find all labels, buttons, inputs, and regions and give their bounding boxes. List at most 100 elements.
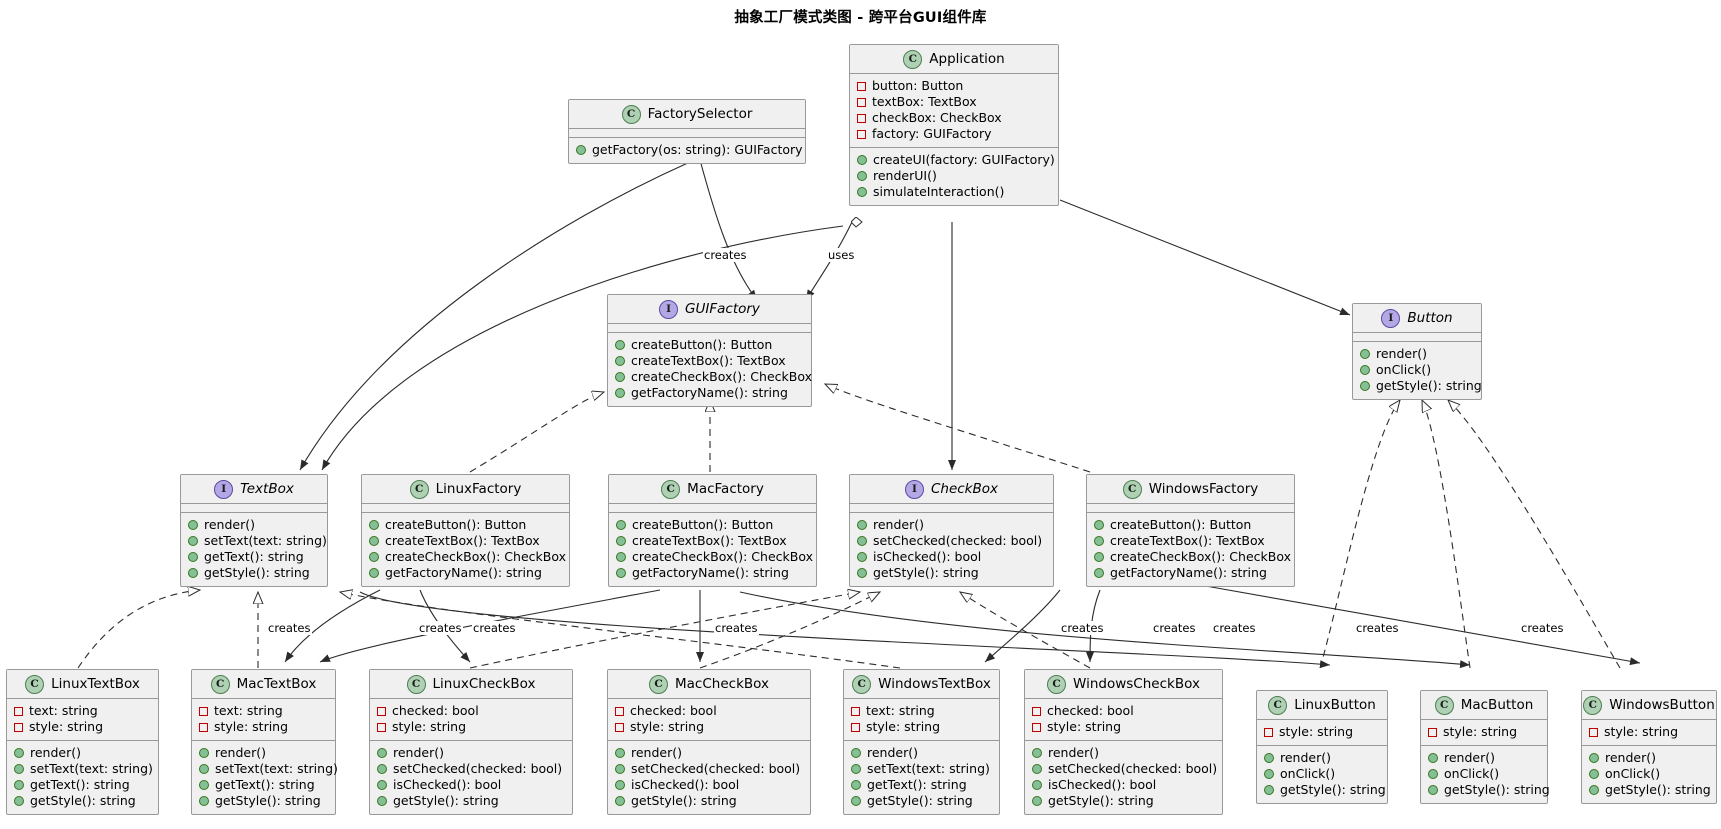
class-badge-icon: C <box>210 674 230 694</box>
class-box-textbox[interactable]: I TextBox render() setText(text: string)… <box>180 474 328 587</box>
method-row: getFactoryName(): string <box>1094 565 1287 581</box>
class-methods-linuxcheckbox: render() setChecked(checked: bool) isChe… <box>370 741 572 814</box>
method-row: createButton(): Button <box>1094 517 1287 533</box>
class-box-windowscheckbox[interactable]: C WindowsCheckBox checked: bool style: s… <box>1024 669 1223 815</box>
public-marker-icon <box>1032 796 1042 806</box>
public-marker-icon <box>1094 520 1104 530</box>
class-methods-maccheckbox: render() setChecked(checked: bool) isChe… <box>608 741 810 814</box>
class-methods-mactextbox: render() setText(text: string) getText()… <box>192 741 338 814</box>
private-marker-icon <box>377 706 386 716</box>
class-box-windowsfactory[interactable]: C WindowsFactory createButton(): Button … <box>1086 474 1295 587</box>
public-marker-icon <box>857 552 867 562</box>
private-marker-icon <box>14 706 23 716</box>
class-badge-icon: C <box>661 479 681 499</box>
method-row: createCheckBox(): CheckBox <box>616 549 813 565</box>
class-header-factoryselector: C FactorySelector <box>569 100 805 129</box>
class-name: MacButton <box>1460 697 1534 713</box>
class-box-macbutton[interactable]: C MacButton style: string render() onCli… <box>1420 690 1550 804</box>
class-header-linuxcheckbox: C LinuxCheckBox <box>370 670 572 699</box>
public-marker-icon <box>14 796 24 806</box>
method-row: setText(text: string) <box>188 533 327 549</box>
public-marker-icon <box>616 552 626 562</box>
class-attributes-macbutton: style: string <box>1421 720 1547 746</box>
public-marker-icon <box>1428 753 1438 763</box>
class-name: Button <box>1407 310 1453 326</box>
class-name: FactorySelector <box>647 106 753 122</box>
class-box-mactextbox[interactable]: C MacTextBox text: string style: string … <box>191 669 338 815</box>
attribute-row: style: string <box>1032 719 1215 735</box>
class-box-windowstextbox[interactable]: C WindowsTextBox text: string style: str… <box>843 669 1000 815</box>
class-header-windowscheckbox: C WindowsCheckBox <box>1025 670 1222 699</box>
method-row: render() <box>14 745 151 761</box>
private-marker-icon <box>1032 706 1041 716</box>
class-badge-icon: C <box>649 674 669 694</box>
edge-label-creates-linux-button: creates <box>1212 621 1257 635</box>
attribute-row: factory: GUIFactory <box>857 126 1051 142</box>
method-row: setText(text: string) <box>199 761 338 777</box>
attribute-row: button: Button <box>857 78 1051 94</box>
public-marker-icon <box>615 388 625 398</box>
class-box-linuxfactory[interactable]: C LinuxFactory createButton(): Button cr… <box>361 474 570 587</box>
class-name: MacCheckBox <box>675 676 769 692</box>
method-row: createCheckBox(): CheckBox <box>369 549 566 565</box>
public-marker-icon <box>369 568 379 578</box>
public-marker-icon <box>615 372 625 382</box>
edge-label-creates-mac-button: creates <box>1355 621 1400 635</box>
method-row: getFactoryName(): string <box>369 565 562 581</box>
public-marker-icon <box>1264 769 1274 779</box>
class-box-checkbox[interactable]: I CheckBox render() setChecked(checked: … <box>849 474 1054 587</box>
public-marker-icon <box>1589 753 1599 763</box>
class-box-macfactory[interactable]: C MacFactory createButton(): Button crea… <box>608 474 817 587</box>
method-row: getStyle(): string <box>1032 793 1215 809</box>
class-badge-icon: C <box>25 674 45 694</box>
method-row: onClick() <box>1264 766 1380 782</box>
method-row: getText(): string <box>199 777 328 793</box>
class-badge-icon: C <box>1434 695 1454 715</box>
class-box-guifactory[interactable]: I GUIFactory createButton(): Button crea… <box>607 294 812 407</box>
class-box-linuxtextbox[interactable]: C LinuxTextBox text: string style: strin… <box>6 669 159 815</box>
method-row: renderUI() <box>857 168 1051 184</box>
class-attributes-maccheckbox: checked: bool style: string <box>608 699 810 741</box>
private-marker-icon <box>857 113 866 123</box>
public-marker-icon <box>857 155 867 165</box>
method-row: createCheckBox(): CheckBox <box>1094 549 1291 565</box>
public-marker-icon <box>1428 785 1438 795</box>
public-marker-icon <box>615 356 625 366</box>
method-row: render() <box>615 745 803 761</box>
class-box-application[interactable]: C Application button: Button textBox: Te… <box>849 44 1059 206</box>
class-attributes-textbox <box>181 504 327 513</box>
class-methods-linuxbutton: render() onClick() getStyle(): string <box>1257 746 1387 803</box>
class-box-maccheckbox[interactable]: C MacCheckBox checked: bool style: strin… <box>607 669 811 815</box>
class-box-linuxcheckbox[interactable]: C LinuxCheckBox checked: bool style: str… <box>369 669 573 815</box>
private-marker-icon <box>377 722 386 732</box>
class-attributes-windowscheckbox: checked: bool style: string <box>1025 699 1222 741</box>
attribute-row: style: string <box>377 719 565 735</box>
class-box-factoryselector[interactable]: C FactorySelector getFactory(os: string)… <box>568 99 806 164</box>
class-header-checkbox: I CheckBox <box>850 475 1053 504</box>
class-box-button[interactable]: I Button render() onClick() getStyle(): … <box>1352 303 1482 400</box>
class-name: LinuxCheckBox <box>432 676 536 692</box>
edge-label-uses-application: uses <box>827 248 856 262</box>
attribute-row: style: string <box>199 719 328 735</box>
class-badge-icon: C <box>1268 695 1288 715</box>
public-marker-icon <box>1032 780 1042 790</box>
class-badge-icon: C <box>903 49 923 69</box>
method-row: isChecked(): bool <box>857 549 1046 565</box>
method-row: setText(text: string) <box>851 761 992 777</box>
public-marker-icon <box>1428 769 1438 779</box>
class-badge-icon: C <box>1583 695 1603 715</box>
class-name: GUIFactory <box>685 301 760 317</box>
attribute-row: style: string <box>851 719 992 735</box>
public-marker-icon <box>851 748 861 758</box>
class-name: LinuxButton <box>1294 697 1376 713</box>
method-row: render() <box>1264 750 1380 766</box>
method-row: render() <box>1032 745 1215 761</box>
class-header-windowsfactory: C WindowsFactory <box>1087 475 1294 504</box>
method-row: getStyle(): string <box>14 793 151 809</box>
class-attributes-windowsbutton: style: string <box>1582 720 1716 746</box>
edge-label-creates-mac-checkbox: creates <box>714 621 759 635</box>
class-box-linuxbutton[interactable]: C LinuxButton style: string render() onC… <box>1256 690 1388 804</box>
class-box-windowsbutton[interactable]: C WindowsButton style: string render() o… <box>1581 690 1717 804</box>
method-row: getText(): string <box>14 777 151 793</box>
method-row: createTextBox(): TextBox <box>1094 533 1287 549</box>
